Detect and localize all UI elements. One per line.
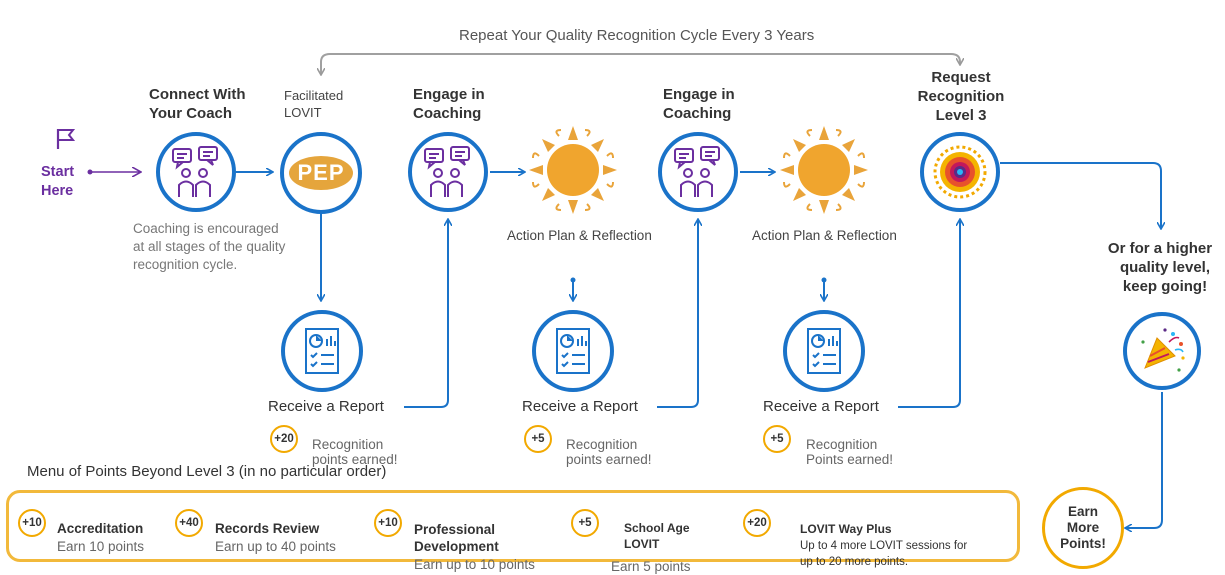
action-plan-label-2: Action Plan & Reflection — [752, 228, 897, 243]
report1-label: Receive a Report — [268, 398, 384, 415]
menu2-points-badge: +40 — [175, 509, 203, 537]
report3-points-badge: +5 — [763, 425, 791, 453]
start-flag-icon — [55, 127, 77, 156]
report2-points-line2: points earned! — [566, 451, 652, 467]
engage2-title-line2: Coaching — [663, 105, 732, 122]
menu4-points-badge: +5 — [571, 509, 599, 537]
report-document-icon — [556, 328, 590, 374]
coaching-people-icon — [424, 146, 470, 197]
pep-circle: PEP — [280, 132, 362, 214]
sun-icon — [529, 126, 617, 214]
report1-points-line1: Recognition — [312, 436, 384, 452]
sun-icon — [780, 126, 868, 214]
action-plan-label-1: Action Plan & Reflection — [507, 228, 652, 243]
menu4-sub: Earn 5 points — [611, 558, 691, 574]
menu4-title-line1: School Age — [624, 521, 690, 535]
request-title-line2: Recognition — [917, 88, 1005, 105]
menu3-sub: Earn up to 10 points — [414, 556, 535, 572]
start-label-line1: Start — [41, 164, 75, 180]
menu3-points-badge: +10 — [374, 509, 402, 537]
menu5-points-badge: +20 — [743, 509, 771, 537]
pep-caption-line2: LOVIT — [284, 105, 322, 120]
higher-line1: Or for a higher — [1107, 240, 1213, 257]
report1-circle — [281, 310, 363, 392]
menu3-title-line1: Professional — [414, 521, 496, 537]
engage2-circle — [658, 132, 738, 212]
party-popper-icon — [1141, 328, 1185, 372]
report3-label: Receive a Report — [763, 398, 879, 415]
engage1-title-line2: Coaching — [413, 105, 482, 122]
request-title-line1: Request — [931, 69, 991, 86]
menu5-title: LOVIT Way Plus — [800, 522, 892, 536]
menu-box — [6, 490, 1020, 562]
coaching-note-line3: recognition cycle. — [133, 257, 238, 272]
report3-circle — [783, 310, 865, 392]
menu2-title: Records Review — [215, 520, 320, 536]
menu1-title: Accreditation — [57, 520, 144, 536]
coach-circle — [156, 132, 236, 212]
engage1-circle — [408, 132, 488, 212]
report3-points-line1: Recognition — [806, 436, 878, 452]
report1-points-badge: +20 — [270, 425, 298, 453]
menu-title: Menu of Points Beyond Level 3 (in no par… — [27, 463, 387, 480]
pep-logo-text: PEP — [297, 160, 345, 185]
report-document-icon — [305, 328, 339, 374]
coaching-note-line2: at all stages of the quality — [133, 239, 286, 254]
earn-line1: Earn — [1067, 504, 1098, 519]
report2-label: Receive a Report — [522, 398, 638, 415]
engage1-title-line1: Engage in — [413, 86, 485, 103]
engage2-title-line1: Engage in — [663, 86, 735, 103]
menu5-sub-line2: up to 20 more points. — [800, 555, 909, 568]
cycle-banner: Repeat Your Quality Recognition Cycle Ev… — [459, 27, 815, 44]
request-title-line3: Level 3 — [935, 107, 987, 124]
start-label-line2: Here — [41, 183, 74, 199]
earn-more-circle: Earn More Points! — [1042, 487, 1124, 569]
menu1-sub: Earn 10 points — [57, 538, 145, 554]
menu3-title-line2: Development — [414, 538, 499, 554]
celebration-circle — [1123, 312, 1201, 390]
request-circle — [920, 132, 1000, 212]
report2-circle — [532, 310, 614, 392]
earn-line2: More — [1066, 520, 1100, 535]
menu2-sub: Earn up to 40 points — [215, 538, 336, 554]
report1-points-line2: points earned! — [312, 451, 398, 467]
menu1-points-badge: +10 — [18, 509, 46, 537]
report2-points-badge: +5 — [524, 425, 552, 453]
coaching-people-icon — [172, 146, 218, 197]
earn-line3: Points! — [1060, 536, 1106, 551]
target-rosette-icon — [933, 145, 987, 199]
higher-line3: keep going! — [1122, 278, 1208, 295]
connect-title-line1: Connect With — [149, 86, 246, 103]
pep-logo: PEP — [289, 156, 353, 190]
pep-caption-line1: Facilitated — [284, 88, 344, 103]
higher-line2: quality level, — [1119, 259, 1211, 276]
menu4-title-line2: LOVIT — [624, 537, 660, 551]
coaching-note-line1: Coaching is encouraged — [133, 221, 279, 236]
menu5-sub-line1: Up to 4 more LOVIT sessions for — [800, 539, 968, 552]
report3-points-line2: Points earned! — [806, 451, 894, 467]
connect-title-line2: Your Coach — [149, 105, 233, 122]
coaching-people-icon — [674, 146, 720, 197]
report-document-icon — [807, 328, 841, 374]
report2-points-line1: Recognition — [566, 436, 638, 452]
